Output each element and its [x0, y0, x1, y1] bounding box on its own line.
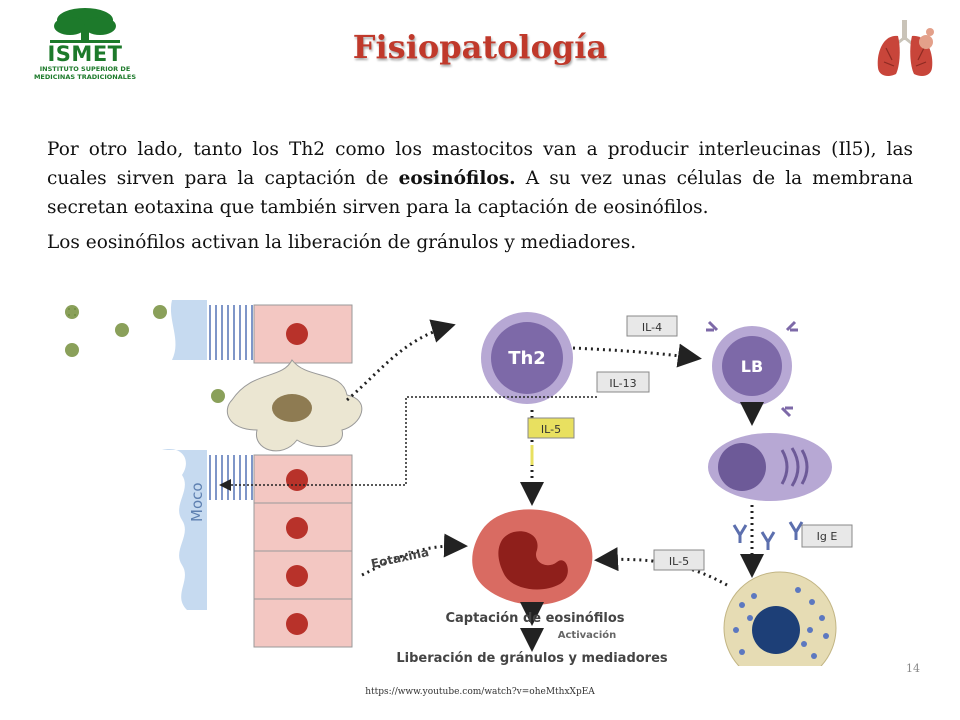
svg-text:IL-4: IL-4 — [642, 321, 662, 334]
ismet-logo — [50, 8, 120, 43]
logo-subtitle: INSTITUTO SUPERIOR DE — [39, 65, 131, 73]
lungs-icon — [877, 20, 934, 76]
allergen-particles — [65, 305, 225, 403]
logo-name: ISMET — [47, 42, 123, 66]
paragraph: Los eosinófilos activan la liberación de… — [47, 232, 637, 253]
th2-label: Th2 — [508, 348, 546, 369]
tree-icon — [50, 8, 120, 43]
bold-term: eosinófilos. — [398, 168, 516, 189]
il4-box: IL-4 — [626, 315, 678, 337]
il5-box-right: IL-5 — [653, 549, 705, 571]
pathway-arrows — [346, 319, 764, 652]
b-lymphocyte: LB — [706, 320, 798, 418]
mast-cell — [723, 571, 837, 666]
allergy-pathway-diagram: Moco Th2 LB — [65, 300, 853, 666]
paragraph: Por otro lado, tanto los Th2 como los ma… — [47, 139, 913, 218]
ige-antibodies — [732, 521, 804, 550]
logo-subtitle: MEDICINAS TRADICIONALES — [33, 73, 137, 81]
captacion-label: Captación de eosinófilos — [445, 611, 624, 626]
svg-text:IL-5: IL-5 — [669, 555, 689, 568]
source-url: https://www.youtube.com/watch?v=oheMthxX… — [365, 687, 595, 697]
page-number: 14 — [906, 662, 920, 675]
ige-box: Ig E — [801, 524, 853, 548]
liberacion-label: Liberación de gránulos y mediadores — [396, 651, 668, 666]
svg-text:Ig E: Ig E — [817, 530, 838, 543]
mucus-layer — [162, 449, 207, 610]
dendritic-cell — [226, 359, 363, 452]
lb-label: LB — [741, 357, 763, 376]
il5-box-center: IL-5 — [527, 417, 575, 439]
activacion-label: Activación — [558, 629, 617, 641]
cilia — [209, 305, 253, 500]
epithelial-cells — [253, 304, 353, 648]
slide-title: Fisiopatología — [352, 28, 608, 66]
mucus-label: Moco — [188, 482, 206, 522]
eosinophil — [472, 509, 593, 605]
eotaxina-label: Eotaxina — [370, 545, 430, 571]
th2-cell: Th2 — [481, 312, 573, 404]
body-text: Por otro lado, tanto los Th2 como los ma… — [47, 135, 913, 257]
il13-box: IL-13 — [596, 371, 650, 393]
svg-text:IL-5: IL-5 — [541, 423, 561, 436]
plasma-cell — [708, 433, 832, 501]
svg-text:IL-13: IL-13 — [609, 377, 636, 390]
